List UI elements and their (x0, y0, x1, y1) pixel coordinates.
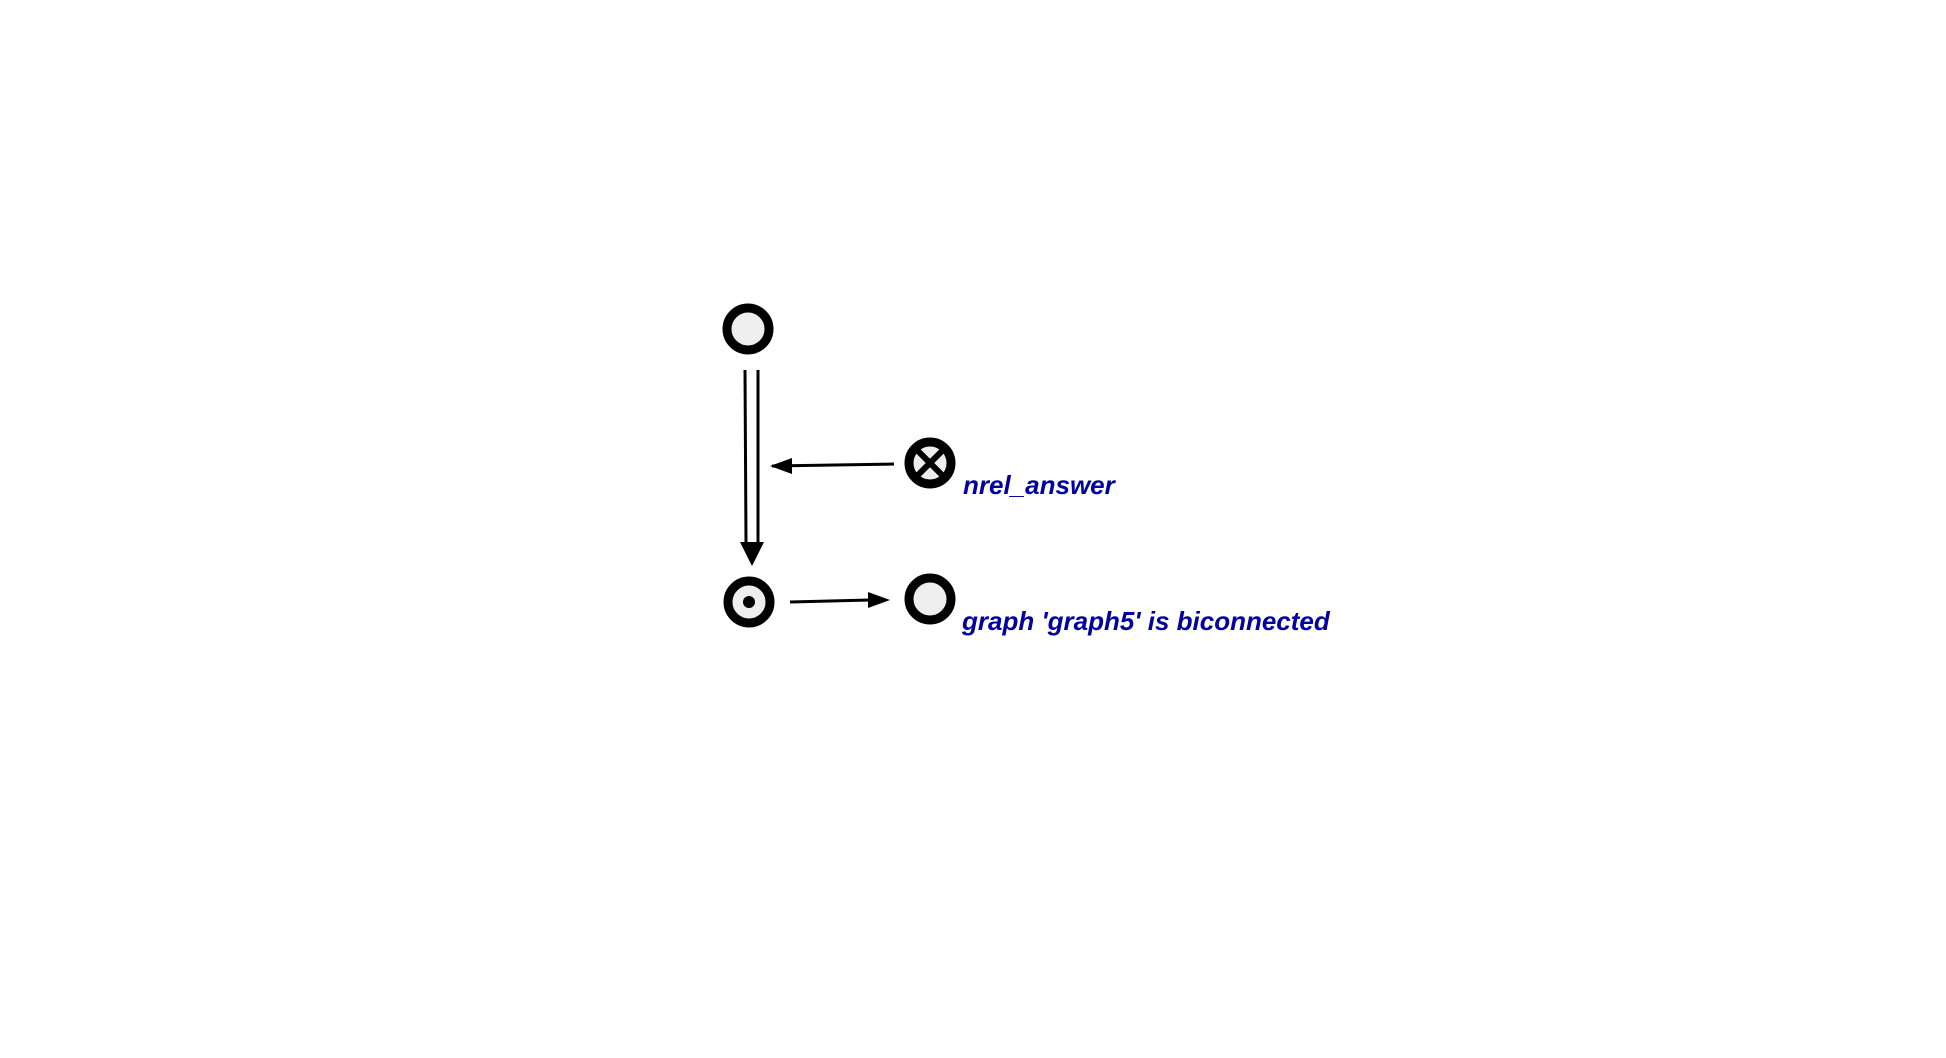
statement-arrow-edge[interactable] (789, 598, 871, 604)
relation-node[interactable] (904, 437, 956, 489)
relation-label: nrel_answer (963, 470, 1117, 500)
cross-icon (915, 448, 945, 478)
tuple-node[interactable] (723, 576, 775, 628)
relation-arrow-edge[interactable] (771, 462, 895, 468)
statement-label: graph 'graph5' is biconnected (961, 606, 1331, 636)
arrowhead-icon (740, 542, 764, 566)
double-arrow-edge[interactable] (740, 369, 764, 566)
arrowhead-icon (770, 458, 792, 474)
arrowhead-icon (868, 592, 890, 608)
question-node[interactable] (722, 303, 774, 355)
dot-icon (743, 596, 755, 608)
statement-node[interactable] (904, 573, 956, 625)
